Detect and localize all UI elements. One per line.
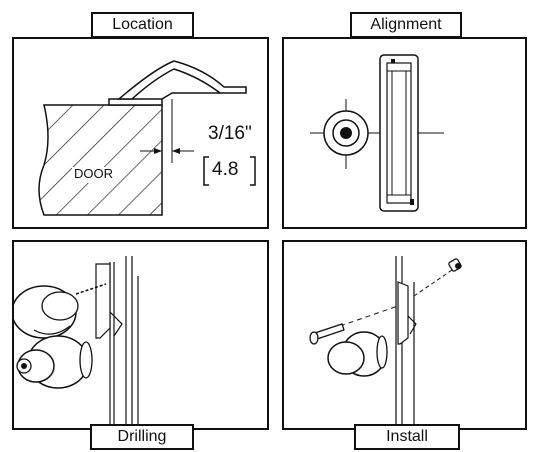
dimension-inch: 3/16" <box>208 123 252 144</box>
alignment-title: Alignment <box>350 12 462 38</box>
latch-strip <box>379 54 419 212</box>
door-knob-icon <box>16 335 93 389</box>
alignment-panel <box>282 37 527 229</box>
drilling-panel <box>12 240 269 430</box>
install-diagram <box>309 256 462 428</box>
install-title: Install <box>354 424 460 450</box>
install-panel <box>282 240 527 430</box>
drill-icon <box>14 283 107 339</box>
drilling-diagram <box>14 256 139 428</box>
door-section <box>38 104 163 216</box>
location-title: Location <box>91 12 194 38</box>
drilling-title: Drilling <box>90 424 194 450</box>
alignment-diagram <box>310 54 444 212</box>
location-panel: DOOR 3/16" 4.8 <box>12 37 269 229</box>
hinge-pin-icon <box>309 305 399 345</box>
dimension-mm: 4.8 <box>212 159 239 180</box>
screw-icon <box>413 258 462 297</box>
door-label: DOOR <box>74 166 113 181</box>
door-knob-icon <box>327 331 388 377</box>
latch-plate-icon <box>108 98 163 106</box>
location-diagram <box>38 60 256 216</box>
